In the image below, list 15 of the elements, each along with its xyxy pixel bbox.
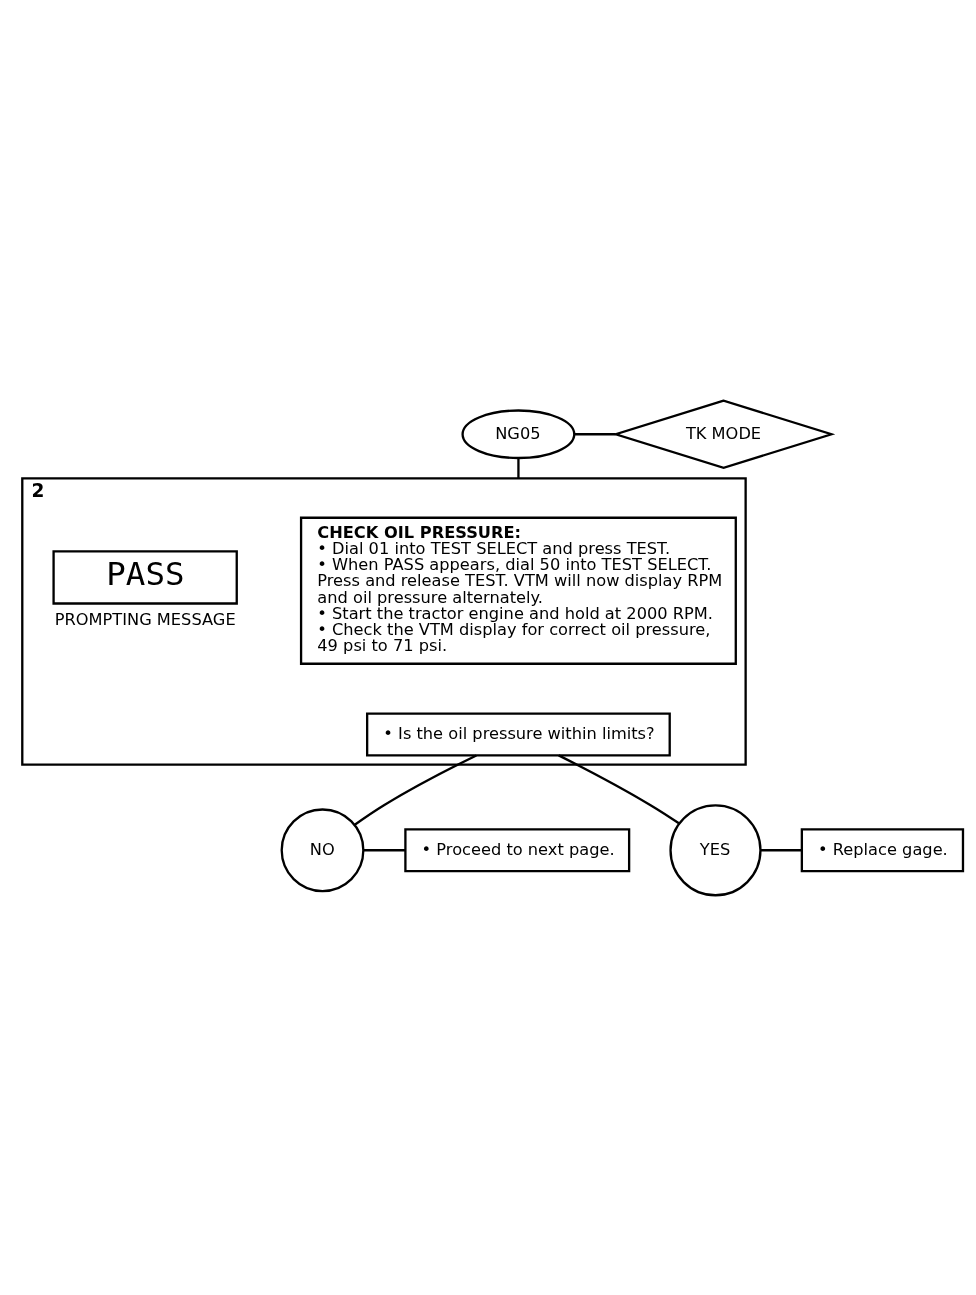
node-ellipse: NG05 — [461, 408, 576, 459]
connector — [558, 753, 680, 824]
node-box: • Replace gage. — [800, 827, 965, 872]
connector — [363, 848, 406, 851]
connector — [517, 457, 520, 478]
node-circle: NO — [280, 807, 365, 892]
connector — [760, 848, 802, 851]
node-box: • Proceed to next page. — [404, 827, 631, 872]
connector — [574, 432, 616, 435]
node-box: CHECK OIL PRESSURE: • Dial 01 into TEST SELECT and press TEST. • When PASS appears, dial 50 into TEST SELECT. Press and release TEST. VTM will now display RPM and oil pressure alternately. • Start the tractor engine and hold at 2000 RPM. • Check the VTM display for correct oil pressure, 49 psi to 71 psi. — [299, 516, 737, 665]
node-box: • Is the oil pressure within limits? — [366, 711, 671, 756]
node-box: PASS — [52, 549, 238, 605]
connector — [354, 753, 477, 826]
node-label: PROMPTING MESSAGE — [54, 609, 236, 629]
node-circle: YES — [669, 803, 762, 896]
